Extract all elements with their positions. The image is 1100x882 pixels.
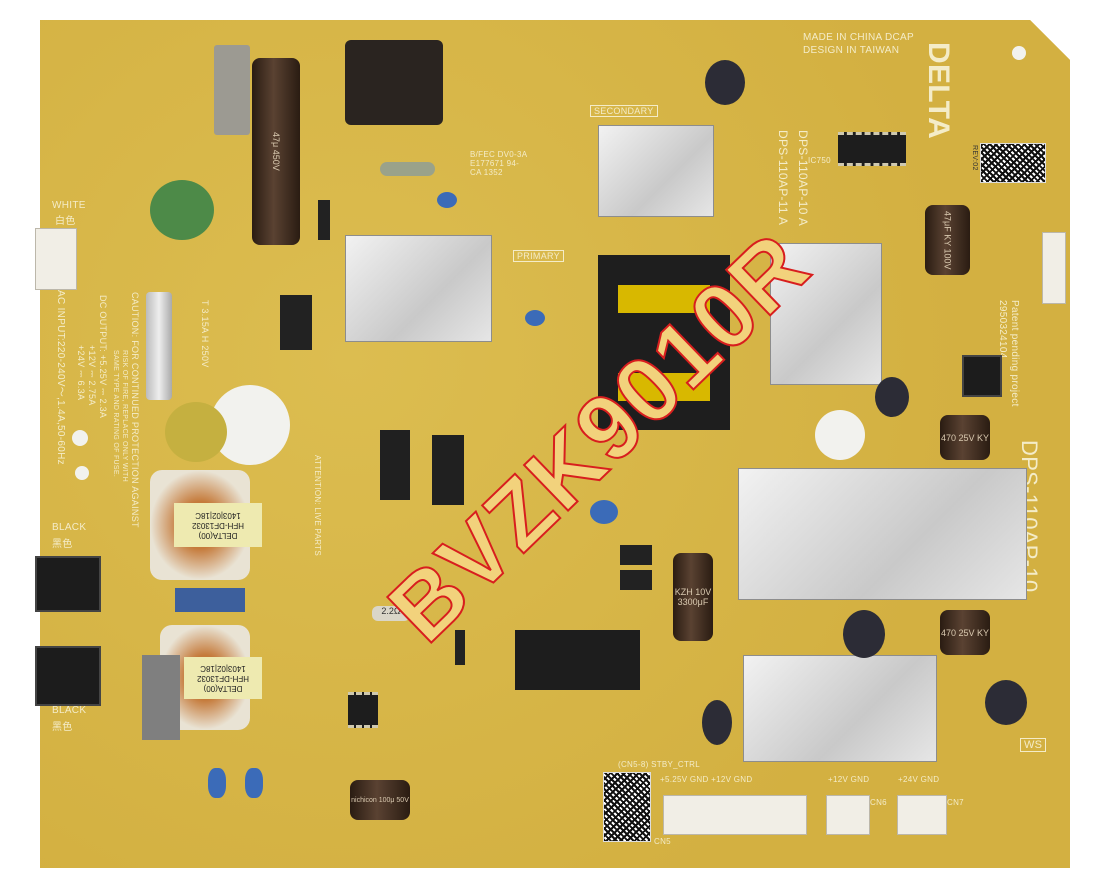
diode bbox=[455, 630, 465, 665]
connector-cn6 bbox=[826, 795, 870, 835]
mounting-hole bbox=[75, 466, 89, 480]
black-cn-1: 黑色 bbox=[52, 539, 73, 550]
ac-input-connector-white bbox=[35, 228, 77, 290]
capacitor-round bbox=[875, 377, 909, 417]
cn5-pin-labels: +5.25V GND +12V GND bbox=[660, 775, 753, 784]
dc-12v-text: +12V ⎓ 2.75A bbox=[87, 345, 97, 406]
heatsink-hs4 bbox=[738, 468, 1027, 600]
design-in-text: DESIGN IN TAIWAN bbox=[803, 45, 900, 56]
black-label-1: BLACK bbox=[52, 522, 87, 533]
attention-text: ATTENTION: LIVE PARTS bbox=[313, 455, 322, 556]
transformer-standby bbox=[345, 235, 492, 342]
ceramic-capacitor bbox=[208, 768, 226, 798]
capacitor-round bbox=[843, 610, 885, 658]
standoff-white bbox=[815, 410, 865, 460]
black-connector-cn2 bbox=[35, 556, 101, 612]
delta-logo: DELTA bbox=[922, 42, 955, 140]
optocoupler bbox=[620, 545, 652, 565]
x-capacitor-grey-bottom bbox=[142, 655, 180, 740]
mounting-hole bbox=[1012, 46, 1026, 60]
capacitor-round bbox=[705, 60, 745, 105]
dc-output-text: DC OUTPUT: +5.25V ⎓ 2.3A bbox=[98, 295, 108, 419]
barcode-label-bottom bbox=[603, 772, 651, 842]
ws-mark: WS bbox=[1020, 738, 1047, 752]
common-mode-choke-top bbox=[345, 40, 443, 125]
capacitor-round bbox=[985, 680, 1027, 725]
caution-text-2: RISK OF FIRE, REPLACE ONLY WITH bbox=[121, 350, 128, 482]
made-in-text: MADE IN CHINA DCAP bbox=[803, 32, 914, 43]
cn7-label: CN7 bbox=[947, 798, 964, 807]
ntc-thermistor bbox=[150, 180, 214, 240]
cn5-label: CN5 bbox=[654, 837, 671, 846]
caution-text: CAUTION: FOR CONTINUED PROTECTION AGAINS… bbox=[130, 292, 140, 528]
bulk-capacitor: 47μ 450V bbox=[252, 58, 300, 245]
black-cn-2: 黑色 bbox=[52, 722, 73, 733]
capacitor-470uf-25v: 470 25V KY bbox=[940, 610, 990, 655]
ceramic-capacitor bbox=[437, 192, 457, 208]
coil-label-text: HFH-DF13032 bbox=[197, 673, 250, 683]
dc-24v-text: +24V ⎓ 6.3A bbox=[76, 345, 86, 401]
primary-label: PRIMARY bbox=[513, 250, 564, 262]
patent-text: Patent pending project bbox=[1009, 300, 1020, 407]
fuse-rating: T 3.15A H 250V bbox=[200, 300, 210, 368]
ceramic-capacitor bbox=[590, 500, 618, 524]
coil-label-text: 1403|02|18C bbox=[195, 511, 241, 520]
mosfet bbox=[380, 430, 410, 500]
black-connector-cn3 bbox=[35, 646, 101, 706]
ul-mark: B/FEC DV0-3A E177671 94-CA 1352 bbox=[470, 150, 527, 177]
capacitor-100uf-50v: nichicon 100μ 50V bbox=[350, 780, 410, 820]
caution-text-3: SAME TYPE AND RATING OF FUSE. bbox=[112, 350, 119, 478]
white-label: WHITE bbox=[52, 200, 86, 211]
ic750-label: IC750 bbox=[808, 156, 831, 165]
coil-label-text: DELTA(00) bbox=[198, 531, 238, 540]
transformer-top bbox=[598, 125, 714, 217]
cn6-pin-labels: +12V GND bbox=[828, 775, 870, 784]
rev-text: REV:02 bbox=[971, 145, 978, 171]
black-connector-small bbox=[962, 355, 1002, 397]
relay-black bbox=[515, 630, 640, 690]
secondary-label: SECONDARY bbox=[590, 105, 658, 117]
resistor bbox=[380, 162, 435, 176]
heatsink-primary bbox=[770, 243, 882, 385]
transformer-winding bbox=[618, 373, 710, 401]
mounting-hole bbox=[72, 430, 88, 446]
ic801 bbox=[348, 692, 378, 728]
ceramic-capacitor bbox=[245, 768, 263, 798]
connector-cn7 bbox=[897, 795, 947, 835]
cn6-label: CN6 bbox=[870, 798, 887, 807]
model-a-text: DPS-110AP-10 A bbox=[796, 130, 810, 227]
ac-input-text: AC INPUT:220-240V～,1.4A,50-60Hz bbox=[55, 290, 66, 465]
mosfet bbox=[432, 435, 464, 505]
ceramic-capacitor bbox=[525, 310, 545, 326]
main-transformer bbox=[598, 255, 730, 430]
heatsink-bottom bbox=[743, 655, 937, 762]
coil-label-text: HFH-DF13032 bbox=[192, 521, 245, 530]
ic750 bbox=[838, 132, 906, 166]
coil-label-text: 1403|02|18C bbox=[200, 663, 246, 673]
cn7-pin-labels: +24V GND bbox=[898, 775, 940, 784]
patent-number: 2950324104 bbox=[997, 300, 1008, 359]
model-b-text: DPS-110AP-11 A bbox=[776, 130, 790, 226]
capacitor-47uf-100v: 47μF KY 100V bbox=[925, 205, 970, 275]
varistor bbox=[165, 402, 227, 462]
connector-cn5 bbox=[663, 795, 807, 835]
transformer-winding bbox=[618, 285, 710, 313]
optocoupler bbox=[620, 570, 652, 590]
stby-ctrl-text: (CN5-8) STBY_CTRL bbox=[618, 760, 701, 769]
coil-label-text: DELTA(00) bbox=[203, 683, 243, 693]
capacitor-470uf-25v: 470 25V KY bbox=[940, 415, 990, 460]
capacitor-round bbox=[702, 700, 732, 745]
bridge-rectifier bbox=[280, 295, 312, 350]
capacitor-3300uf-10v: KZH 10V 3300μF bbox=[673, 553, 713, 641]
white-cn-label: 白色 bbox=[55, 216, 76, 227]
x-capacitor-grey bbox=[214, 45, 250, 135]
fuse bbox=[146, 292, 172, 400]
connector-cn4 bbox=[1042, 232, 1066, 304]
diode bbox=[318, 200, 330, 240]
black-label-2: BLACK bbox=[52, 705, 87, 716]
barcode-label-top bbox=[980, 143, 1046, 183]
resistor-r915: 2.2Ω bbox=[372, 606, 410, 621]
x-capacitor-blue bbox=[175, 588, 245, 612]
